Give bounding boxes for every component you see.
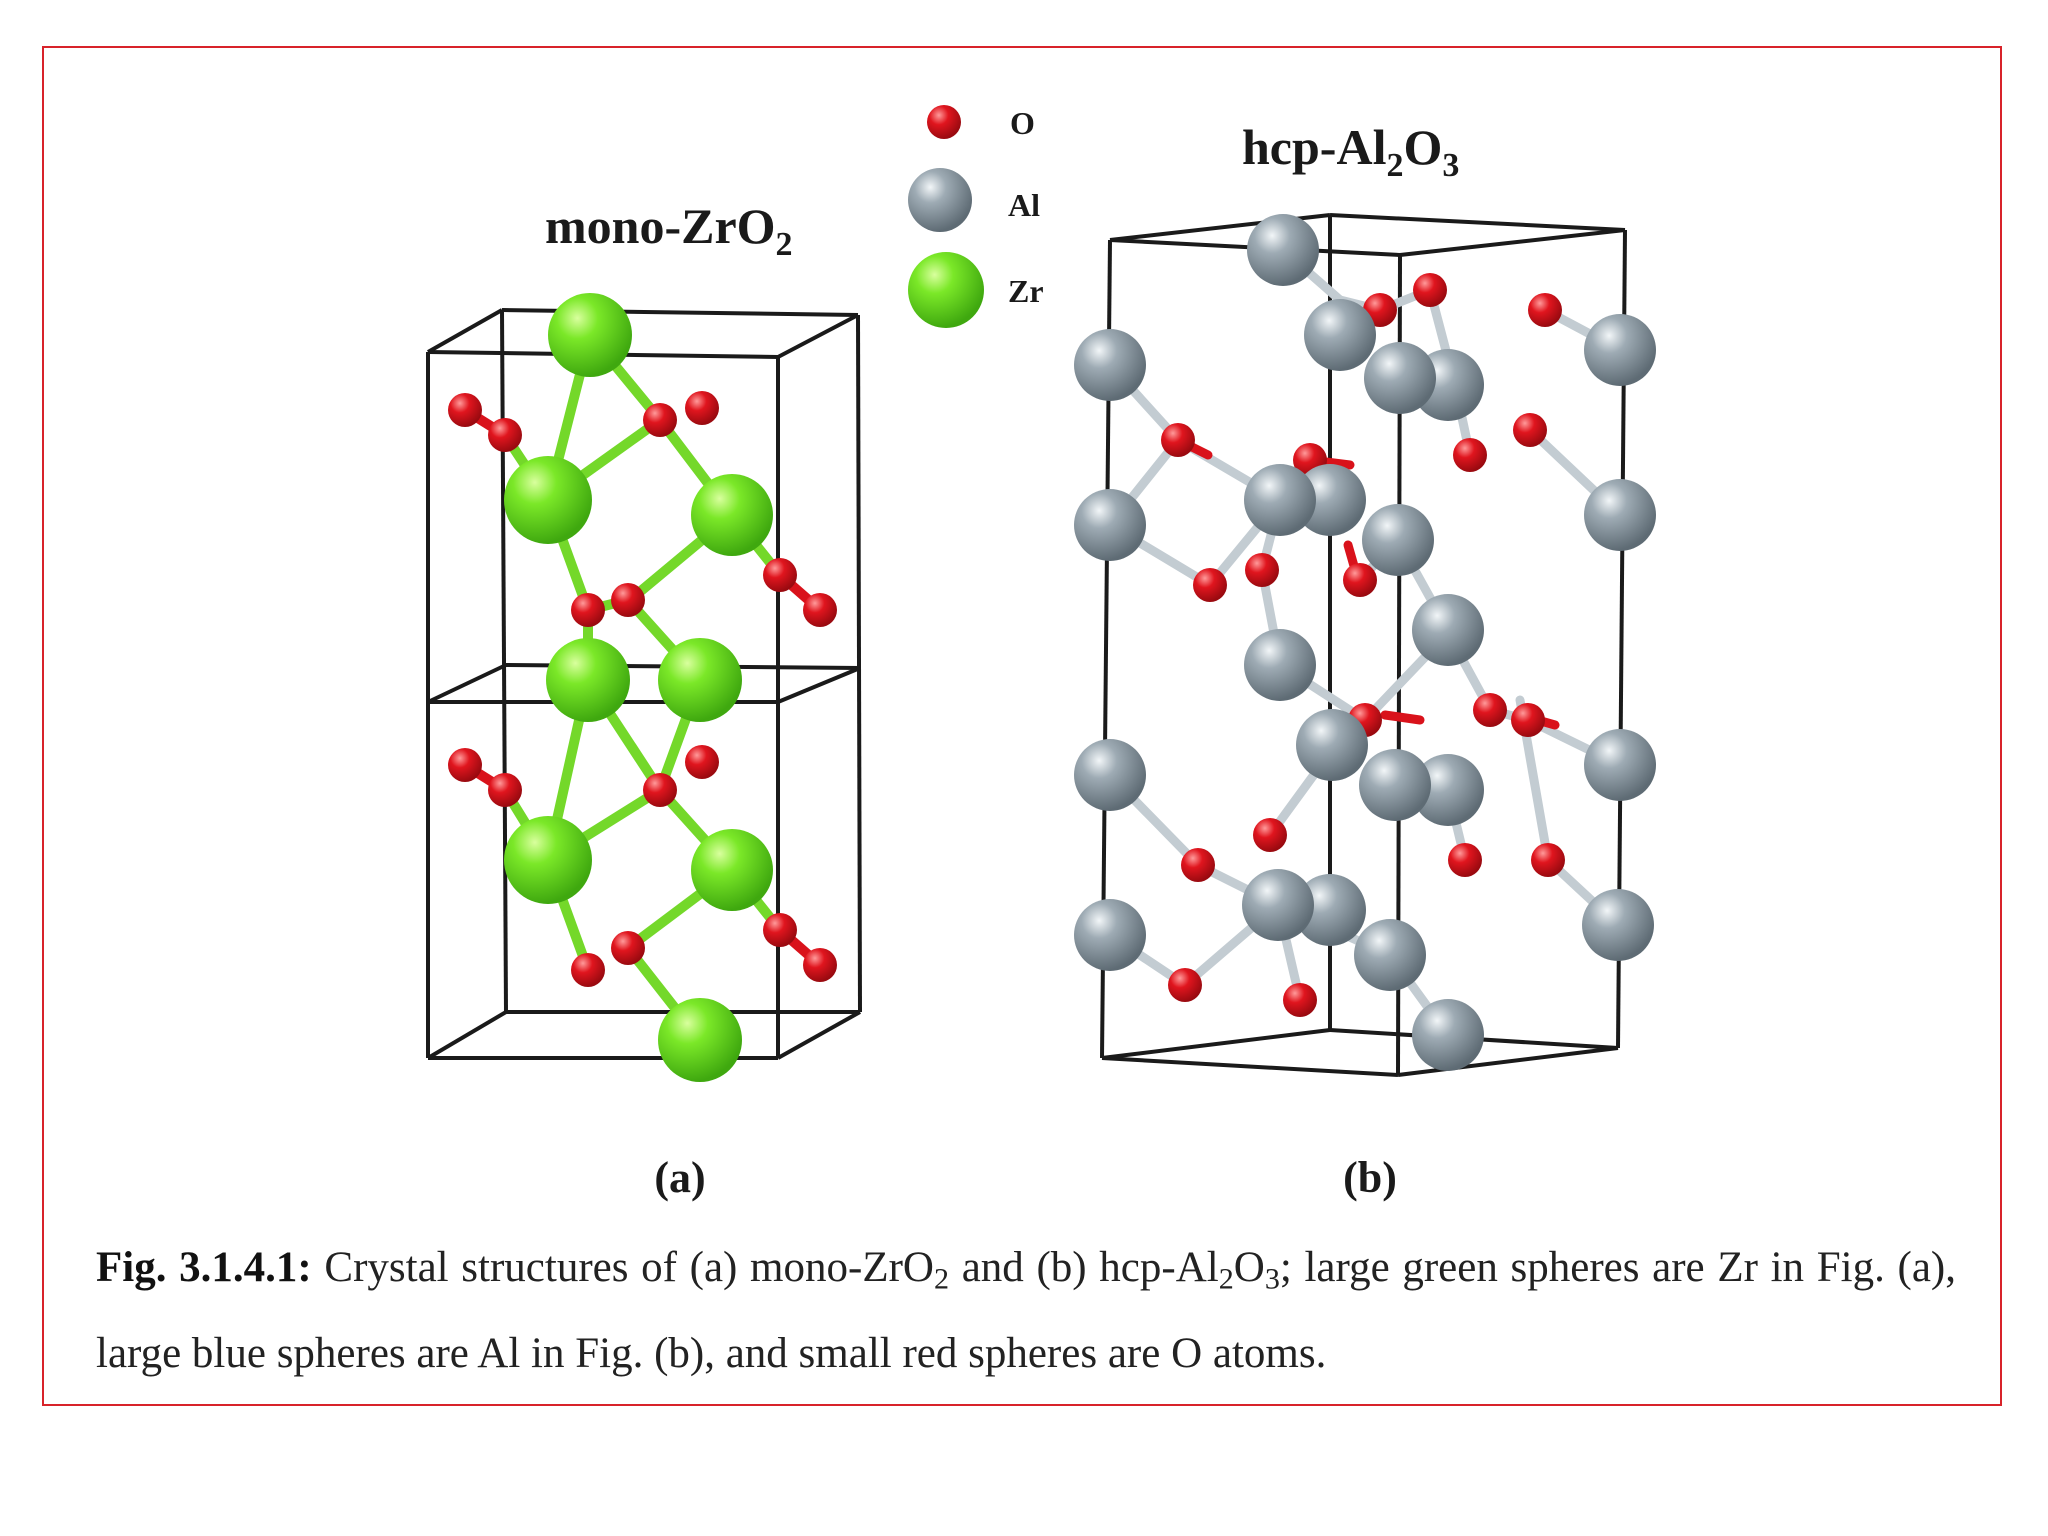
panel-a-title: mono-ZrO2 bbox=[545, 198, 793, 263]
caption-sub-2: 2 bbox=[1218, 1261, 1234, 1296]
caption-text-4: ; large green spheres are Zr in Fig. (a)… bbox=[96, 1244, 1956, 1377]
figure-caption: Fig. 3.1.4.1: Crystal structures of (a) … bbox=[96, 1225, 1956, 1397]
legend-al-label: Al bbox=[1008, 187, 1040, 223]
legend-o-label: O bbox=[1010, 105, 1035, 141]
caption-sub-1: 2 bbox=[933, 1261, 950, 1296]
mono-zro2-structure: (a) bbox=[426, 293, 862, 1202]
caption-sub-3: 3 bbox=[1264, 1261, 1280, 1296]
caption-text-2: and (b) hcp-Al bbox=[949, 1244, 1219, 1291]
legend-zr-label: Zr bbox=[1008, 273, 1044, 309]
atoms bbox=[1074, 214, 1656, 1071]
panel-a-label: (a) bbox=[654, 1153, 705, 1202]
figure-frame bbox=[42, 46, 2002, 1406]
atoms bbox=[448, 293, 837, 1082]
legend-o-swatch bbox=[927, 105, 961, 139]
hcp-al2o3-structure: (b) bbox=[1074, 213, 1656, 1202]
caption-text-1: Crystal structures of (a) mono-ZrO bbox=[311, 1244, 934, 1291]
caption-text-3: O bbox=[1233, 1244, 1265, 1291]
caption-label: Fig. 3.1.4.1: bbox=[96, 1244, 312, 1291]
panel-b-title: hcp-Al2O3 bbox=[1242, 119, 1459, 184]
legend-al-swatch bbox=[908, 168, 972, 232]
legend-zr-swatch bbox=[908, 252, 984, 328]
legend: O Al Zr bbox=[908, 105, 1044, 328]
panel-b-label: (b) bbox=[1343, 1153, 1397, 1202]
